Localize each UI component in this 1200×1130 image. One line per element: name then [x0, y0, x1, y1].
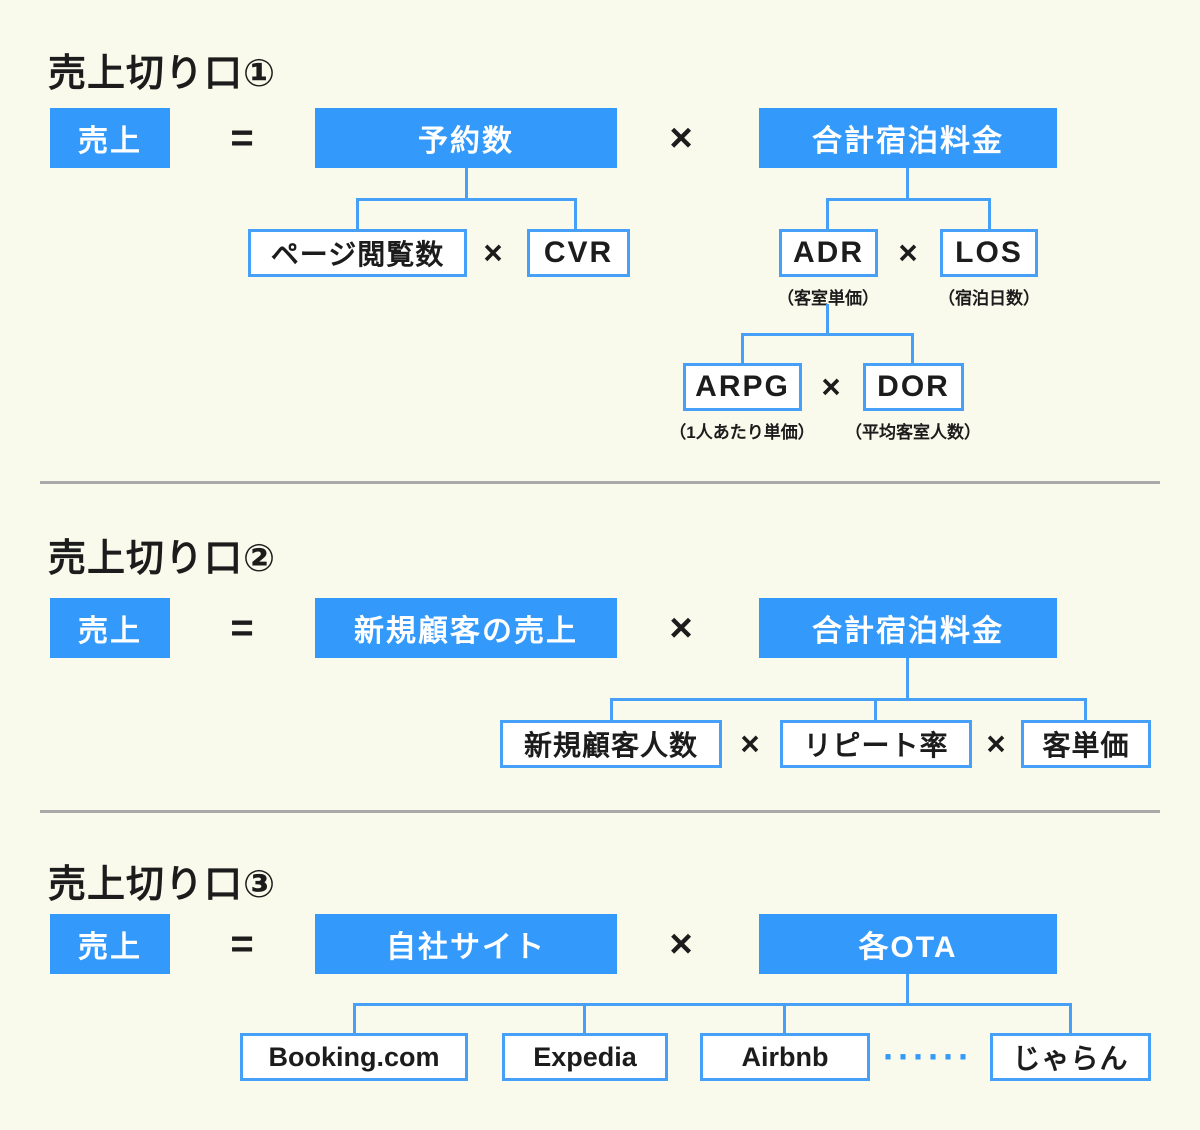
new-customer-sales-box: 新規顧客の売上	[315, 598, 617, 658]
section3-sales-box: 売上	[50, 914, 170, 974]
ota-expedia-box: Expedia	[502, 1033, 668, 1081]
section-divider	[40, 481, 1160, 484]
section2-title: 売上切り口②	[48, 538, 277, 580]
each-ota-box: 各OTA	[759, 914, 1057, 974]
section3-title: 売上切り口③	[48, 864, 277, 906]
section2-times-operator-2: ×	[740, 725, 760, 762]
section2-sales-box: 売上	[50, 598, 170, 658]
connector-line	[610, 698, 1087, 701]
cvr-box: CVR	[527, 229, 630, 277]
section1-sales-box: 売上	[50, 108, 170, 168]
ota-jalan-box: じゃらん	[990, 1033, 1151, 1081]
section2-equals-operator: =	[230, 605, 254, 650]
arpg-note: （1人あたり単価）	[669, 423, 815, 442]
connector-line	[911, 333, 914, 363]
section1-total-rate-box: 合計宿泊料金	[759, 108, 1057, 168]
connector-line	[353, 1003, 356, 1033]
ellipsis-dots: ······	[883, 1036, 973, 1077]
section-divider	[40, 810, 1160, 813]
connector-line	[988, 198, 991, 229]
connector-line	[826, 198, 991, 201]
ota-booking-box: Booking.com	[240, 1033, 468, 1081]
new-customers-box: 新規顧客人数	[500, 720, 722, 768]
section1-times-operator-2: ×	[483, 234, 503, 271]
connector-line	[353, 1003, 1072, 1006]
connector-line	[610, 698, 613, 720]
connector-line	[356, 198, 359, 229]
adr-note: （客室単価）	[777, 289, 879, 308]
section1-title: 売上切り口①	[48, 53, 277, 95]
dor-note: （平均客室人数）	[845, 423, 981, 442]
connector-line	[574, 198, 577, 229]
connector-line	[741, 333, 744, 363]
avg-spend-box: 客単価	[1021, 720, 1151, 768]
connector-line	[906, 658, 909, 698]
dor-box: DOR	[863, 363, 964, 411]
connector-line	[583, 1003, 586, 1033]
repeat-rate-box: リピート率	[780, 720, 972, 768]
connector-line	[1084, 698, 1087, 720]
connector-line	[741, 333, 914, 336]
connector-line	[783, 1003, 786, 1033]
connector-line	[906, 168, 909, 198]
los-box: LOS	[940, 229, 1038, 277]
section1-equals-operator: =	[230, 115, 254, 160]
connector-line	[356, 198, 577, 201]
los-note: （宿泊日数）	[938, 289, 1040, 308]
section3-equals-operator: =	[230, 921, 254, 966]
section2-times-operator-3: ×	[986, 725, 1006, 762]
section1-times-operator-4: ×	[821, 368, 841, 405]
connector-line	[826, 198, 829, 229]
section3-times-operator-1: ×	[669, 921, 693, 966]
section1-times-operator-1: ×	[669, 115, 693, 160]
connector-line	[874, 698, 877, 720]
section2-total-rate-box: 合計宿泊料金	[759, 598, 1057, 658]
adr-box: ADR	[779, 229, 878, 277]
connector-line	[826, 304, 829, 333]
pageviews-box: ページ閲覧数	[248, 229, 467, 277]
connector-line	[906, 974, 909, 1003]
ota-airbnb-box: Airbnb	[700, 1033, 870, 1081]
connector-line	[1069, 1003, 1072, 1033]
connector-line	[465, 168, 468, 198]
section2-times-operator-1: ×	[669, 605, 693, 650]
own-site-box: 自社サイト	[315, 914, 617, 974]
arpg-box: ARPG	[683, 363, 802, 411]
section1-times-operator-3: ×	[898, 234, 918, 271]
section1-bookings-box: 予約数	[315, 108, 617, 168]
